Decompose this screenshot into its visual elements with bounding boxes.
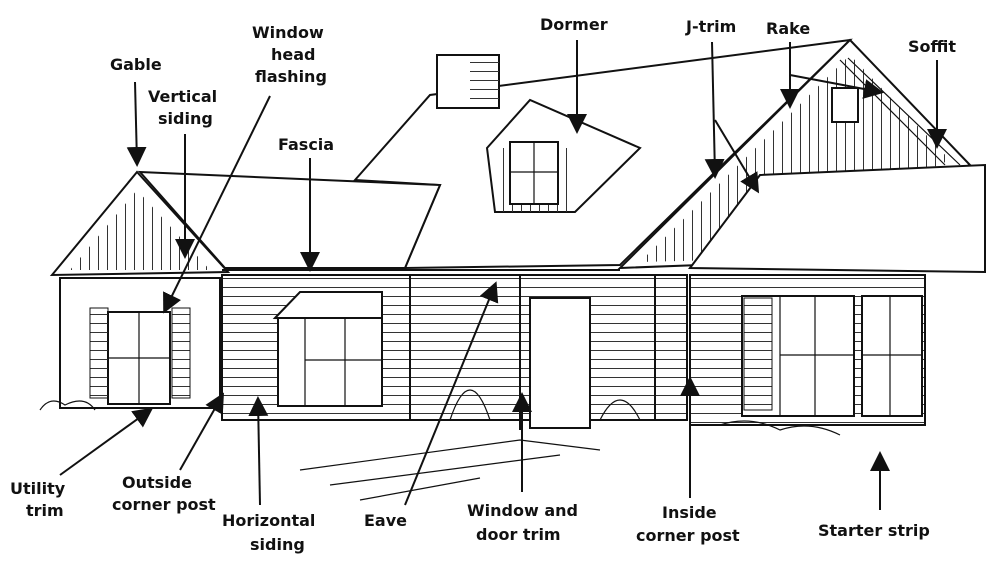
label-vertical-siding-2: siding [158, 109, 213, 128]
walkway [39, 389, 841, 501]
label-utility-trim-1: Utility [10, 479, 66, 498]
callout-arrows [59, 40, 947, 510]
label-fascia: Fascia [278, 135, 334, 154]
label-dormer: Dormer [540, 15, 608, 34]
label-window-head-flashing-1: Window [252, 23, 324, 42]
label-j-trim: J-trim [685, 17, 736, 36]
label-outside-corner-post-2: corner post [112, 495, 216, 514]
label-soffit: Soffit [908, 37, 956, 56]
label-horizontal-siding-2: siding [250, 535, 305, 554]
label-outside-corner-post-1: Outside [122, 473, 192, 492]
label-inside-corner-post-1: Inside [662, 503, 717, 522]
label-window-head-flashing-2: head [271, 45, 316, 64]
label-window-and-door-trim-1: Window and [467, 501, 578, 520]
label-gable: Gable [110, 55, 162, 74]
label-inside-corner-post-2: corner post [636, 526, 740, 545]
label-rake: Rake [766, 19, 810, 38]
label-starter-strip: Starter strip [818, 521, 930, 540]
label-vertical-siding-1: Vertical [148, 87, 217, 106]
label-horizontal-siding-1: Horizontal [222, 511, 315, 530]
label-window-head-flashing-3: flashing [255, 67, 327, 86]
label-window-and-door-trim-2: door trim [476, 525, 561, 544]
label-utility-trim-2: trim [26, 501, 64, 520]
dormer [485, 98, 642, 213]
windows [89, 291, 923, 429]
chimney [436, 54, 500, 109]
label-eave: Eave [364, 511, 407, 530]
